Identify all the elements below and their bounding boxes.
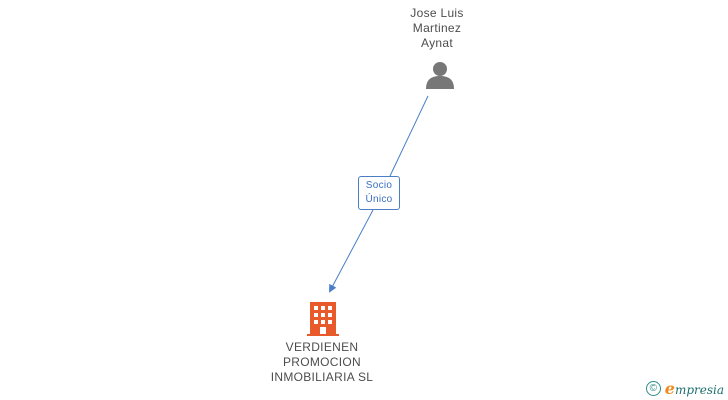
- company-name-line-2: PROMOCION: [282, 355, 362, 369]
- person-name-line-1: Jose Luis: [410, 6, 464, 20]
- copyright-icon: ©: [645, 380, 661, 396]
- relationship-line-2: Único: [365, 194, 393, 205]
- relationship-badge[interactable]: Socio Único: [358, 176, 400, 210]
- brand-footer: © empresia: [645, 379, 724, 398]
- empresia-logo[interactable]: empresia: [665, 379, 724, 398]
- person-name-line-2: Martinez: [412, 21, 462, 35]
- ownership-edge-lower: [329, 209, 374, 293]
- company-name-line-1: VERDIENEN: [285, 340, 359, 354]
- ownership-edge-upper: [389, 95, 429, 177]
- building-icon[interactable]: [306, 300, 340, 336]
- brand-initial: e: [664, 378, 675, 398]
- person-name-line-3: Aynat: [421, 36, 453, 50]
- brand-rest: mpresia: [674, 382, 724, 397]
- relationship-line-1: Socio: [365, 180, 393, 191]
- person-name-label[interactable]: Jose Luis Martinez Aynat: [377, 6, 497, 51]
- company-name-line-3: INMOBILIARIA SL: [270, 370, 374, 384]
- person-icon[interactable]: [424, 60, 456, 90]
- company-name-label[interactable]: VERDIENEN PROMOCION INMOBILIARIA SL: [252, 340, 392, 385]
